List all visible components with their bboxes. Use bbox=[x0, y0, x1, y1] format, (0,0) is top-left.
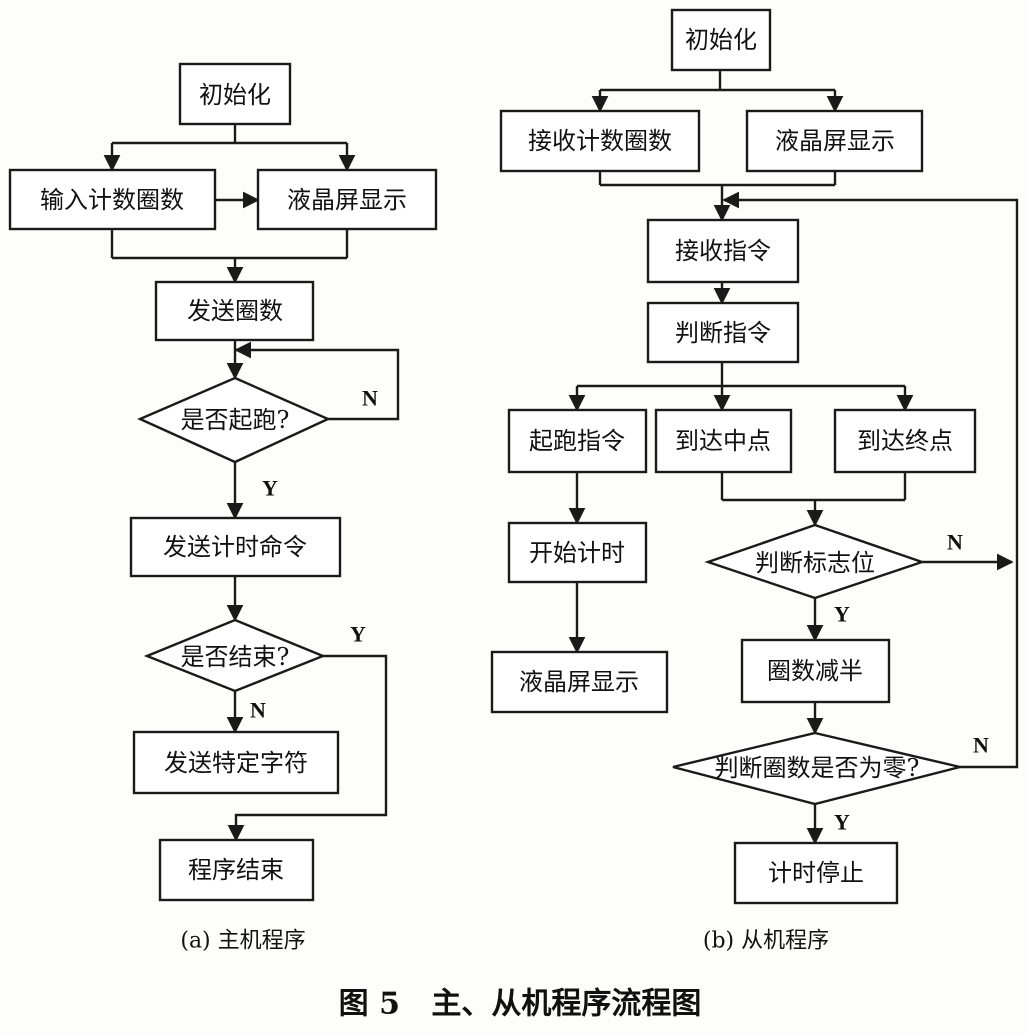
end-y-arrow bbox=[227, 654, 388, 842]
slave-recv-laps-label: 接收计数圈数 bbox=[528, 127, 672, 155]
host-send-laps-label: 发送圈数 bbox=[187, 297, 283, 325]
host-send-char-label: 发送特定字符 bbox=[164, 749, 308, 777]
host-lcd-label: 液晶屏显示 bbox=[287, 186, 407, 214]
host-start-decision bbox=[137, 376, 331, 464]
slave-start-cmd-box bbox=[507, 408, 648, 474]
host-start-question: 是否起跑? bbox=[181, 406, 290, 434]
slave-lcd-top-label: 液晶屏显示 bbox=[775, 127, 895, 155]
figure-caption: 图 5 主、从机程序流程图 bbox=[339, 987, 702, 1022]
host-lcd-box bbox=[256, 168, 438, 231]
slave-flag-y-label: Y bbox=[834, 602, 850, 627]
slave-zero-y-label: Y bbox=[834, 810, 850, 835]
slave-start-cmd-label: 起跑指令 bbox=[529, 427, 625, 455]
slave-lcd-top-box bbox=[745, 109, 924, 173]
host-send-timing-box bbox=[129, 516, 342, 578]
host-end-label: 程序结束 bbox=[188, 856, 284, 884]
host-input-laps-box bbox=[8, 168, 217, 231]
host-init-box bbox=[178, 62, 292, 126]
host-start-y-label: Y bbox=[262, 476, 278, 501]
slave-zero-n-label: N bbox=[973, 733, 989, 758]
slave-lcd-bottom-box bbox=[490, 650, 669, 714]
host-input-laps-label: 输入计数圈数 bbox=[40, 186, 184, 214]
slave-midpoint-label: 到达中点 bbox=[675, 427, 771, 455]
slave-halve-box bbox=[740, 638, 891, 704]
host-start-n-label: N bbox=[362, 386, 378, 411]
slave-midpoint-box bbox=[654, 408, 793, 474]
loop-n-arrow bbox=[234, 341, 400, 421]
host-send-char-box bbox=[132, 730, 340, 795]
host-end-y-label: Y bbox=[350, 622, 366, 647]
slave-endpoint-label: 到达终点 bbox=[857, 427, 953, 455]
slave-recv-laps-box bbox=[499, 109, 701, 173]
host-send-laps-box bbox=[154, 280, 315, 342]
slave-start-timing-label: 开始计时 bbox=[529, 539, 625, 567]
slave-flag-n-label: N bbox=[947, 530, 963, 555]
zero-n-loop-arrow bbox=[722, 191, 1019, 769]
slave-recv-cmd-box bbox=[646, 218, 800, 284]
slave-flag-question: 判断标志位 bbox=[755, 549, 875, 577]
slave-endpoint-box bbox=[833, 408, 977, 474]
slave-lcd-bottom-label: 液晶屏显示 bbox=[519, 668, 639, 696]
slave-halve-label: 圈数减半 bbox=[767, 657, 863, 685]
host-end-decision bbox=[143, 618, 327, 693]
slave-judge-cmd-label: 判断指令 bbox=[675, 319, 771, 347]
host-init-label: 初始化 bbox=[199, 81, 271, 109]
slave-start-timing-box bbox=[507, 521, 648, 584]
slave-zero-decision bbox=[672, 731, 961, 806]
slave-stop-label: 计时停止 bbox=[768, 859, 864, 887]
slave-init-box bbox=[670, 8, 772, 72]
host-end-box bbox=[158, 838, 315, 902]
slave-zero-question: 判断圈数是否为零? bbox=[715, 754, 920, 782]
host-end-question: 是否结束? bbox=[181, 643, 290, 671]
slave-subtitle: (b) 从机程序 bbox=[703, 929, 829, 954]
host-flowchart: 初始化 输入计数圈数 液晶屏显示 发送圈数 是否起跑? N Y 发送计时命令 是… bbox=[8, 62, 438, 954]
slave-flag-decision bbox=[704, 523, 926, 600]
slave-stop-box bbox=[733, 841, 899, 905]
slave-recv-cmd-label: 接收指令 bbox=[675, 237, 771, 265]
host-send-timing-label: 发送计时命令 bbox=[163, 533, 307, 561]
host-subtitle: (a) 主机程序 bbox=[180, 929, 305, 954]
host-end-n-label: N bbox=[250, 698, 266, 723]
slave-judge-cmd-box bbox=[646, 301, 800, 364]
slave-flowchart: 初始化 接收计数圈数 液晶屏显示 接收指令 判断指令 起跑指令 到达中点 到达终… bbox=[490, 8, 1019, 954]
slave-init-label: 初始化 bbox=[685, 26, 757, 54]
